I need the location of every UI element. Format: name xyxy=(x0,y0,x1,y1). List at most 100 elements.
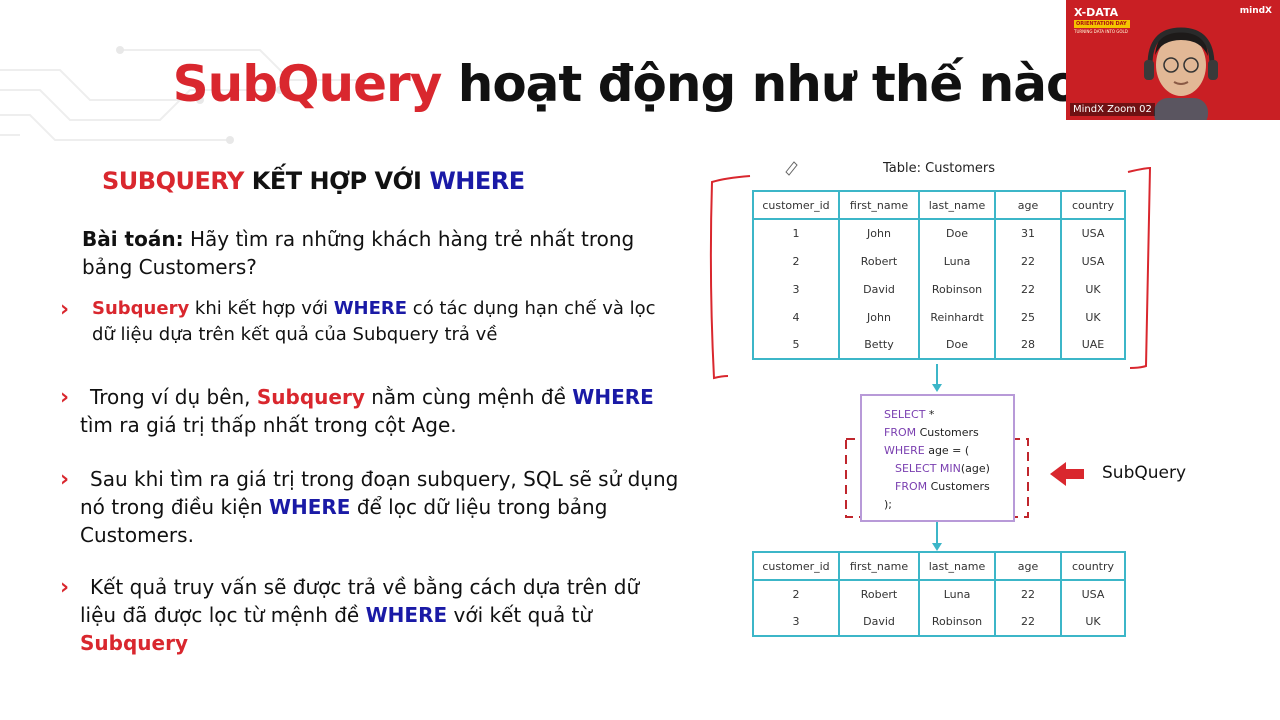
webcam-feed: X-DATA ORIENTATION DAY TURNING DATA INTO… xyxy=(1066,0,1280,120)
sql-text: Customers xyxy=(927,480,990,493)
sql-text: age = ( xyxy=(924,444,970,457)
sql-keyword: FROM xyxy=(895,480,928,493)
bullet-segment: để lọc dữ liệu trong bảng Customers. xyxy=(80,495,608,547)
bullet-text: Kết quả truy vấn sẽ được trả về bằng các… xyxy=(60,573,680,657)
result-table: customer_id first_name last_name age cou… xyxy=(752,551,1126,637)
table-cell: 22 xyxy=(994,247,1062,275)
flow-arrowhead xyxy=(932,384,942,392)
table-caption: Table: Customers xyxy=(883,161,996,176)
table-cell: UK xyxy=(1060,303,1126,331)
badge-title: X-DATA xyxy=(1074,6,1119,19)
bullet-item-2: › Trong ví dụ bên, Subquery nằm cùng mện… xyxy=(60,383,680,439)
bullet-segment: Sau khi tìm ra giá trị trong đoạn subque… xyxy=(80,467,679,519)
bullet-segment: nằm cùng mệnh đề xyxy=(364,385,573,409)
table-cell: 31 xyxy=(994,219,1062,247)
table-cell: Robinson xyxy=(918,275,996,303)
table-header-row: customer_id first_name last_name age cou… xyxy=(752,551,1126,581)
column-header: last_name xyxy=(918,551,996,581)
table-header-row: customer_id first_name last_name age cou… xyxy=(752,190,1126,220)
badge-tagline: TURNING DATA INTO GOLD xyxy=(1074,29,1128,34)
table-cell: 2 xyxy=(752,247,840,275)
table-cell: John xyxy=(838,219,920,247)
bullet-text: Sau khi tìm ra giá trị trong đoạn subque… xyxy=(60,465,680,549)
bullet-segment: với kết quả từ xyxy=(447,603,593,627)
column-header: last_name xyxy=(918,190,996,220)
page-title: SubQuery hoạt động như thế nào? xyxy=(0,55,1280,113)
bullet-segment: tìm ra giá trị thấp nhất trong cột Age. xyxy=(80,413,457,437)
brand-logo: mindX xyxy=(1239,6,1272,16)
bullet-item-4: › Kết quả truy vấn sẽ được trả về bằng c… xyxy=(60,573,680,657)
problem-statement: Bài toán: Hãy tìm ra những khách hàng tr… xyxy=(82,225,682,281)
table-cell: 1 xyxy=(752,219,840,247)
table-cell: David xyxy=(838,275,920,303)
table-cell: 2 xyxy=(752,580,840,608)
bullet-keyword: Subquery xyxy=(256,385,365,409)
column-header: customer_id xyxy=(752,190,840,220)
sql-line: SELECT * xyxy=(884,406,1013,424)
event-badge: X-DATA ORIENTATION DAY TURNING DATA INTO… xyxy=(1074,6,1130,34)
problem-label: Bài toán: xyxy=(82,227,184,251)
chevron-right-icon: › xyxy=(60,575,70,600)
webcam-caption: MindX Zoom 02 xyxy=(1070,103,1155,116)
heading-where: WHERE xyxy=(429,167,525,195)
table-cell: 28 xyxy=(994,331,1062,360)
section-heading: SUBQUERY KẾT HỢP VỚI WHERE xyxy=(102,167,525,195)
table-cell: USA xyxy=(1060,580,1126,608)
table-cell: Robinson xyxy=(918,608,996,637)
table-cell: 3 xyxy=(752,275,840,303)
sql-keyword: FROM xyxy=(884,426,917,439)
table-cell: Doe xyxy=(918,331,996,360)
table-cell: UK xyxy=(1060,275,1126,303)
chevron-right-icon: › xyxy=(60,467,70,492)
circuit-decoration xyxy=(0,46,384,144)
table-cell: Reinhardt xyxy=(918,303,996,331)
sql-keyword: SELECT xyxy=(884,408,926,421)
table-cell: 3 xyxy=(752,608,840,637)
subquery-label: SubQuery xyxy=(1102,463,1187,483)
flow-arrowhead xyxy=(932,543,942,551)
sql-line: ); xyxy=(884,496,1013,514)
customers-table: customer_id first_name last_name age cou… xyxy=(752,190,1126,360)
presenter-silhouette xyxy=(1144,27,1218,120)
sql-query-box: SELECT * FROM Customers WHERE age = ( SE… xyxy=(860,394,1015,522)
title-rest: hoạt động như thế nào? xyxy=(441,55,1109,113)
sql-line: FROM Customers xyxy=(884,478,1013,496)
table-cell: Luna xyxy=(918,247,996,275)
table-cell: David xyxy=(838,608,920,637)
bullet-text: Subquery khi kết hợp với WHERE có tác dụ… xyxy=(60,296,680,348)
chevron-right-icon: › xyxy=(60,297,70,322)
bullet-segment: Trong ví dụ bên, xyxy=(90,385,257,409)
bullet-segment: có tác dụng hạn chế và lọc dữ liệu dựa t… xyxy=(92,298,656,345)
bullet-text: Trong ví dụ bên, Subquery nằm cùng mệnh … xyxy=(60,383,680,439)
table-cell: Luna xyxy=(918,580,996,608)
badge-subtitle: ORIENTATION DAY xyxy=(1074,20,1130,28)
table-cell: Betty xyxy=(838,331,920,360)
table-cell: Robert xyxy=(838,247,920,275)
arrow-left-icon xyxy=(1050,462,1084,486)
table-cell: John xyxy=(838,303,920,331)
table-cell: 5 xyxy=(752,331,840,360)
bullet-item-1: › Subquery khi kết hợp với WHERE có tác … xyxy=(60,296,680,348)
column-header: country xyxy=(1060,190,1126,220)
column-header: first_name xyxy=(838,190,920,220)
table-cell: 4 xyxy=(752,303,840,331)
column-header: country xyxy=(1060,551,1126,581)
table-cell: UK xyxy=(1060,608,1126,637)
column-header: first_name xyxy=(838,551,920,581)
annotation-bracket xyxy=(709,175,751,380)
sql-text: (age) xyxy=(960,462,990,475)
title-highlight: SubQuery xyxy=(172,55,443,113)
table-cell: 22 xyxy=(994,580,1062,608)
sql-text: ); xyxy=(884,498,892,511)
bullet-segment: khi kết hợp với xyxy=(189,298,334,319)
table-cell: USA xyxy=(1060,219,1126,247)
table-cell: 25 xyxy=(994,303,1062,331)
bullet-keyword: WHERE xyxy=(333,298,408,319)
bullet-keyword: Subquery xyxy=(92,298,190,319)
heading-middle: KẾT HỢP VỚI xyxy=(243,167,430,195)
sql-text: * xyxy=(925,408,935,421)
